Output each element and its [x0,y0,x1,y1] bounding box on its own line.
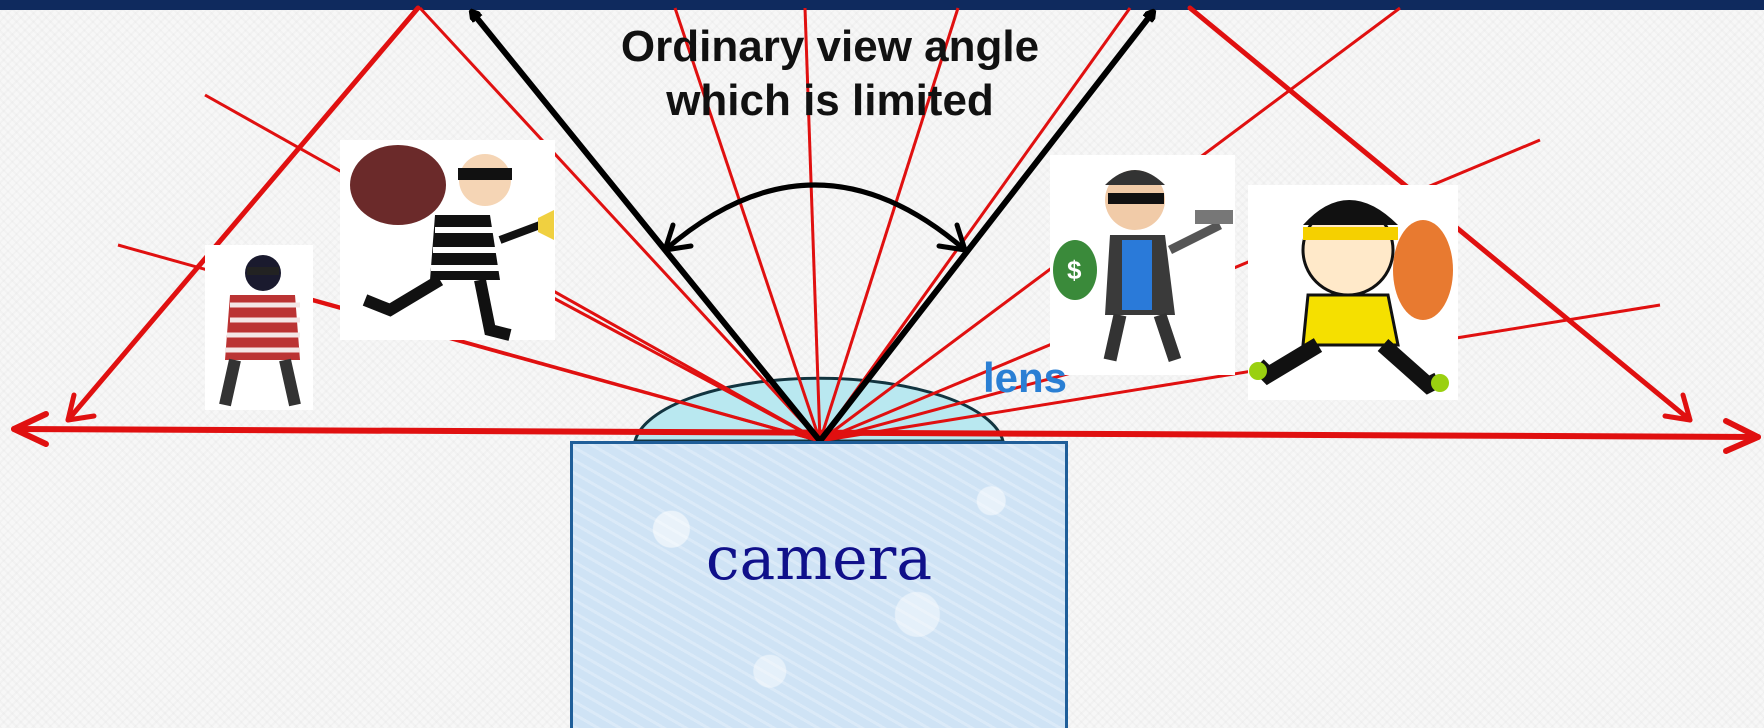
ordinary-view-angle-label: Ordinary view angle which is limited [560,20,1100,128]
horizon-arrow [11,411,1761,454]
thief-with-sack-figure [340,140,555,341]
thief-with-gun-figure: $ [1050,155,1235,375]
ordinary-view-angle-line2: which is limited [666,76,994,125]
ordinary-view-arrows [472,12,1153,444]
ordinary-view-angle-line1: Ordinary view angle [620,22,1040,71]
crouching-thief-figure [205,245,313,410]
header-bar [0,0,1764,10]
lens-label: lens [983,354,1068,401]
camera-label: camera [705,524,933,594]
thief-running-figure [1248,185,1458,400]
camera-body: camera [570,441,1068,728]
svg-text:$: $ [1067,255,1082,285]
